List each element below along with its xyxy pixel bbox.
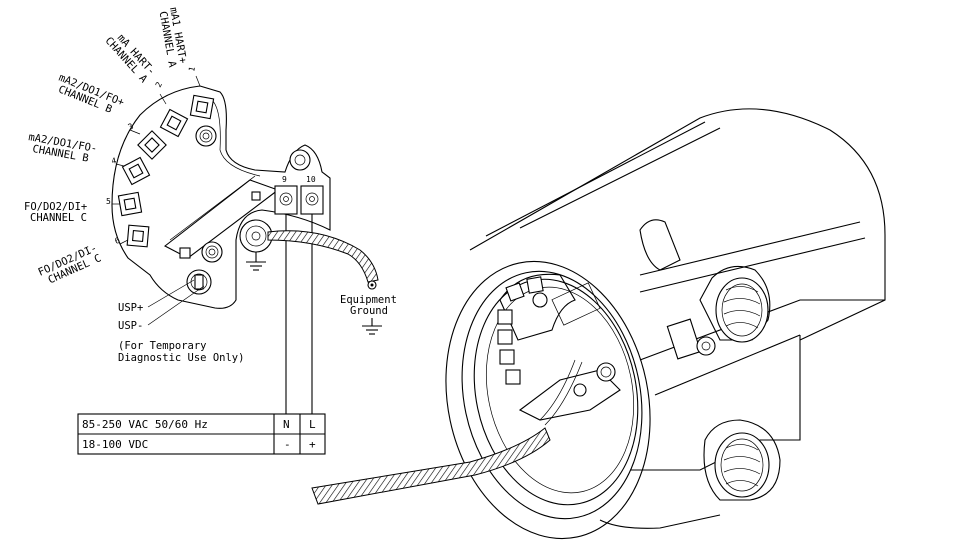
- terminal-number-6: 6: [114, 236, 122, 246]
- usp-note-line1: (For Temporary: [118, 340, 207, 352]
- terminal-number-5: 5: [106, 197, 111, 206]
- terminal-text-2: mA HART- CHANNEL A: [103, 32, 158, 86]
- usp-minus-label: USP-: [118, 320, 143, 332]
- terminal-label-3: 3: [127, 121, 136, 131]
- power-table-row-2-c2: +: [309, 438, 316, 451]
- board-screw-power: [289, 149, 311, 171]
- equipment-ground-symbol-icon: [362, 318, 382, 335]
- power-table-row-1-label: 85-250 VAC 50/60 Hz: [82, 418, 208, 431]
- terminal-label-1: 1: [187, 66, 197, 73]
- terminal-text-5: FO/DO2/DI+ CHANNEL C: [24, 201, 87, 224]
- terminal-number-1: 1: [187, 66, 197, 73]
- ground-symbol-icon: [246, 252, 266, 271]
- power-table-row-ac: 85-250 VAC 50/60 Hz N L: [82, 418, 316, 431]
- terminal-label-2: 2: [154, 80, 164, 89]
- terminal-number-9: 9: [282, 175, 287, 184]
- power-terminal-10: 10: [300, 175, 324, 215]
- power-table-row-1-c1: N: [283, 418, 290, 431]
- terminal-block-5: [117, 191, 143, 217]
- equipment-ground-label-2: Ground: [350, 305, 388, 317]
- terminal-number-4: 4: [111, 156, 118, 166]
- power-table-row-dc: 18-100 VDC - +: [82, 438, 316, 451]
- power-table-row-1-c2: L: [309, 418, 316, 431]
- terminal-label-5: 5: [106, 197, 111, 206]
- terminal-block-6: [126, 224, 150, 248]
- enclosure-cable: [311, 427, 551, 505]
- usp-note-line2: Diagnostic Use Only): [118, 352, 244, 364]
- power-table: 85-250 VAC 50/60 Hz N L 18-100 VDC - +: [77, 413, 326, 455]
- terminal-5-line2: CHANNEL C: [30, 212, 87, 224]
- terminal-block-1: [189, 94, 215, 120]
- terminal-text-4: mA2/DO1/FO- CHANNEL B: [27, 131, 98, 165]
- transmitter-enclosure-illustration: [445, 108, 886, 540]
- usp-connector: [186, 269, 212, 295]
- power-table-row-2-label: 18-100 VDC: [82, 438, 148, 451]
- terminal-text-3: mA2/DO1/FO+ CHANNEL B: [56, 72, 125, 116]
- board-screw-top: [195, 125, 217, 147]
- equipment-ground-label-1: Equipment: [340, 294, 397, 306]
- terminal-block-3: [137, 130, 167, 160]
- power-terminal-9: 9: [274, 175, 298, 215]
- terminal-label-6: 6: [114, 236, 122, 246]
- ground-cable: [267, 230, 379, 283]
- terminal-number-3: 3: [127, 121, 136, 131]
- power-table-row-2-c1: -: [284, 438, 291, 451]
- terminal-text-6: FO/DO2/DI- CHANNEL C: [36, 242, 103, 286]
- terminal-number-2: 2: [154, 80, 164, 89]
- board-screw-bottom: [201, 241, 223, 263]
- terminal-text-1: mA1 HART+ CHANNEL A: [157, 6, 189, 69]
- terminal-label-4: 4: [111, 156, 118, 166]
- terminal-block-4: [121, 156, 151, 186]
- terminal-5-line1: FO/DO2/DI+: [24, 201, 87, 213]
- ground-stud: [239, 219, 273, 253]
- usp-plus-label: USP+: [118, 302, 143, 314]
- equipment-ground: Equipment Ground: [340, 280, 397, 335]
- terminal-number-10: 10: [306, 175, 316, 184]
- terminal-block-2: [159, 108, 189, 138]
